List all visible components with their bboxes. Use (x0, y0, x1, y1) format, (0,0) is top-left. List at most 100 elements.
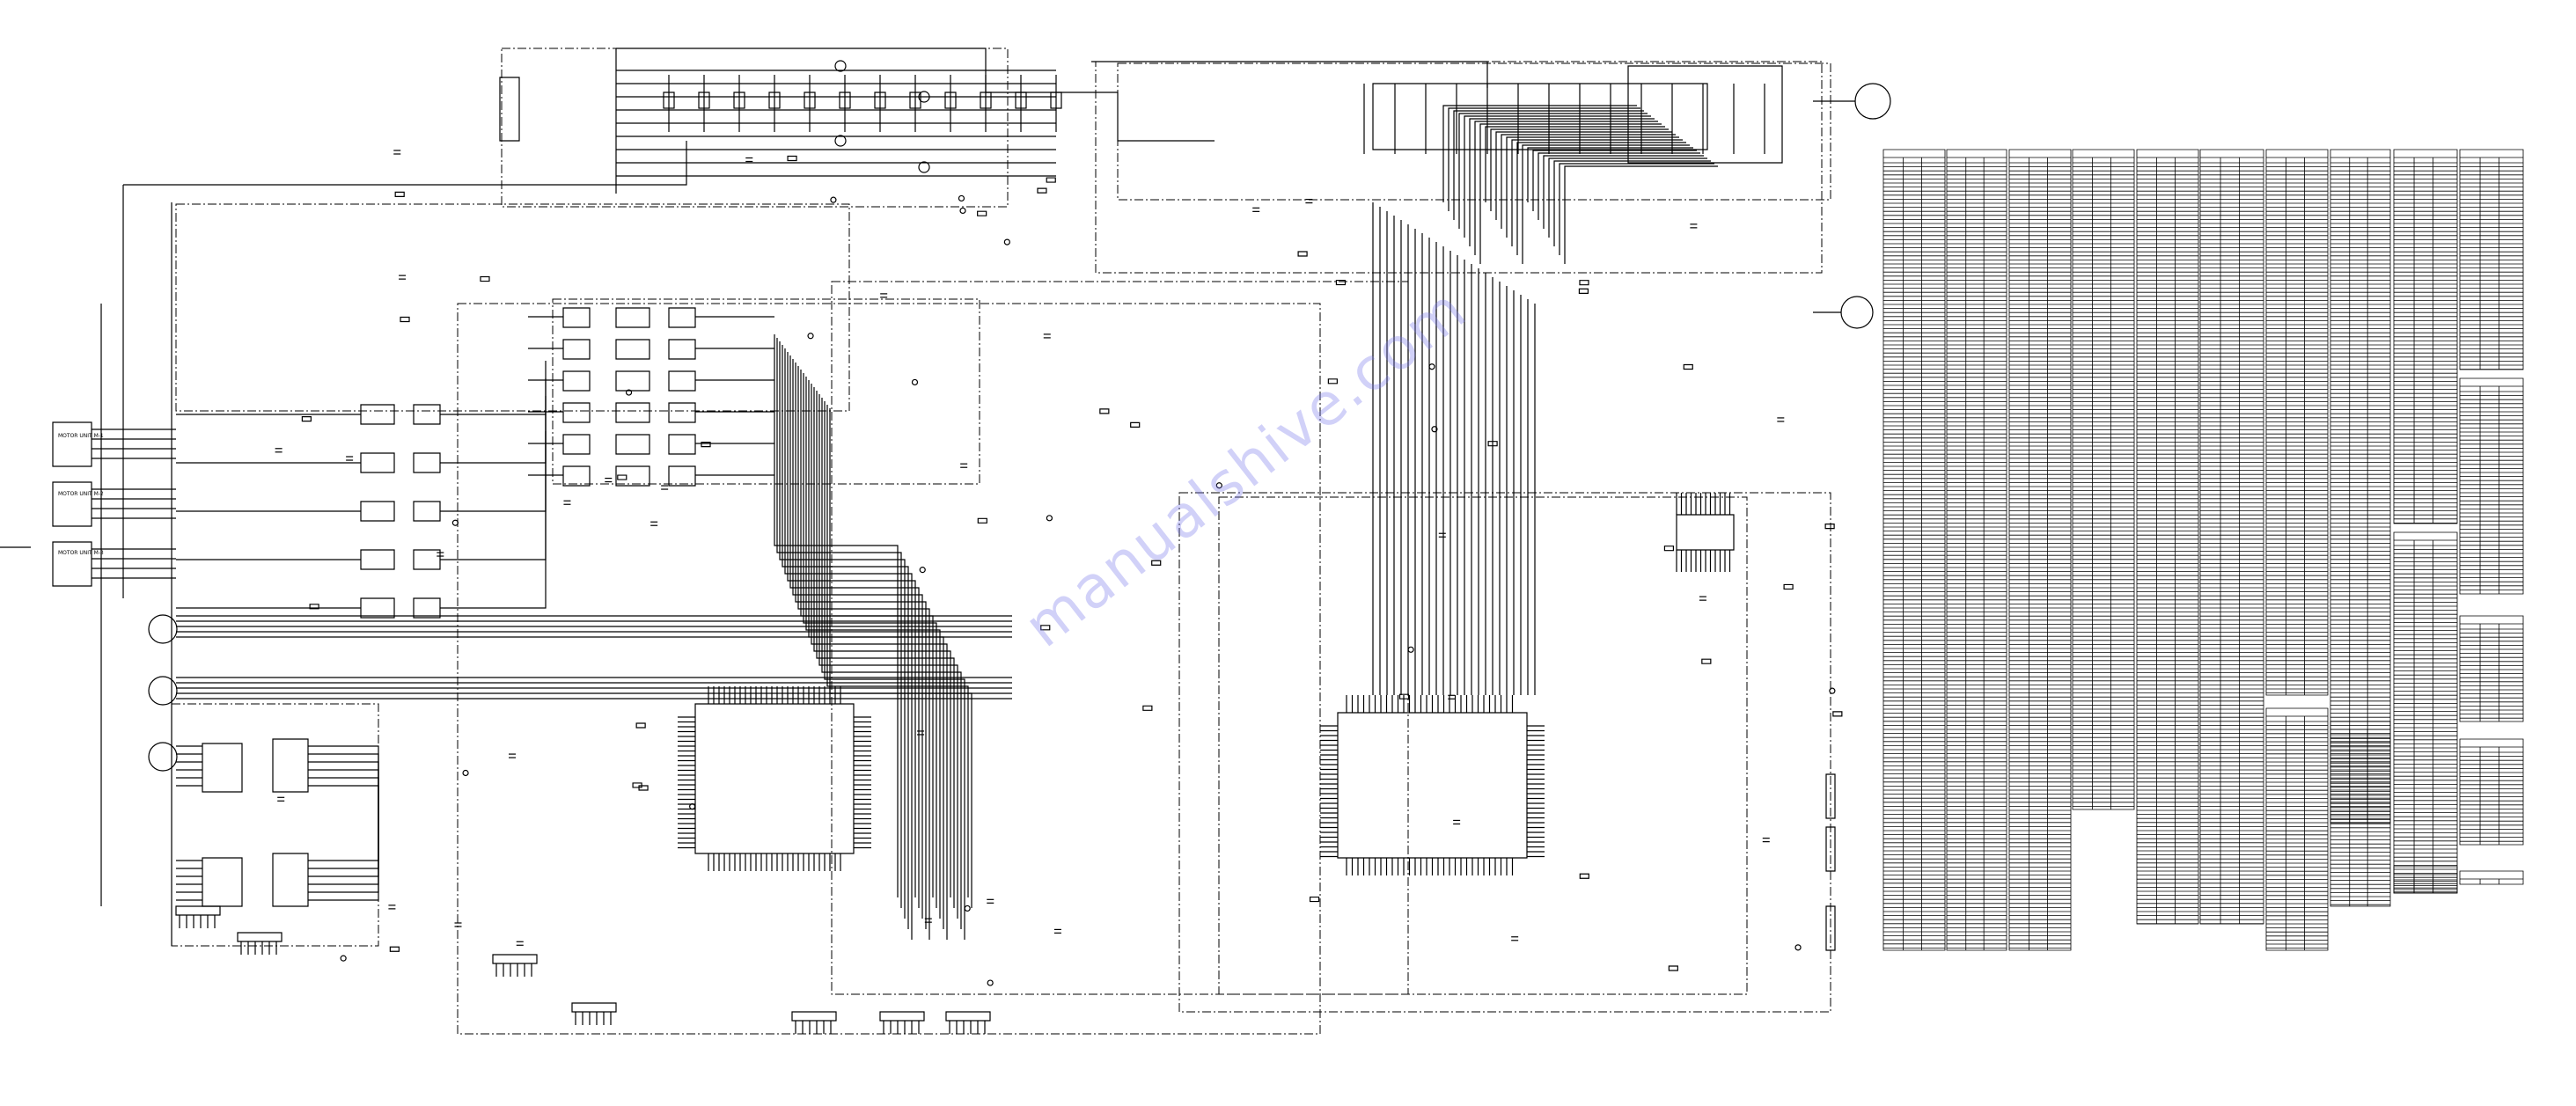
parts-table-1 (1883, 150, 1945, 950)
junction-node (987, 980, 993, 985)
filter-network (361, 453, 394, 472)
transformer-coil (835, 61, 846, 71)
resistor (701, 443, 710, 447)
resistor (1833, 712, 1842, 716)
resistor (1784, 584, 1793, 589)
motor-symbol-top (1855, 84, 1890, 119)
wire (798, 366, 929, 940)
parts-table-16 (2460, 739, 2523, 845)
wire (308, 809, 378, 892)
junction-node (912, 379, 917, 385)
junction-node (1432, 427, 1437, 432)
dashed-boundary-layer (172, 48, 1831, 1034)
side-connector (1826, 774, 1835, 818)
resistor (1488, 442, 1497, 446)
ac-inlet-connector (500, 77, 519, 141)
junction-node (831, 197, 836, 202)
wire (1480, 124, 1662, 264)
relay (414, 453, 440, 472)
resistor (1131, 422, 1140, 427)
component-layer (53, 61, 1890, 1034)
relay (414, 502, 440, 521)
parts-table-3 (2009, 150, 2071, 950)
pin-header (176, 906, 220, 915)
pin-header (572, 1003, 616, 1012)
resistor (1400, 694, 1409, 699)
junction-node (1216, 483, 1222, 488)
resistor (1298, 252, 1307, 256)
side-connector (1826, 906, 1835, 950)
resistor (1580, 281, 1589, 285)
capacitor (769, 92, 780, 108)
resistor (1100, 409, 1109, 414)
driver-ic (669, 403, 695, 422)
photocoupler (563, 340, 590, 359)
resistor (1825, 524, 1834, 529)
resistor-array (202, 743, 242, 792)
wire (790, 355, 919, 908)
wire (1507, 137, 1679, 238)
resistor (1684, 364, 1692, 369)
pin-header (238, 933, 282, 941)
wire (308, 754, 378, 783)
wire (780, 341, 905, 919)
wire (1496, 132, 1672, 220)
sensor-connector (149, 677, 177, 705)
photocoupler (563, 403, 590, 422)
wire (308, 801, 378, 884)
junction-node (808, 333, 813, 339)
wire (774, 334, 898, 897)
parts-table-7 (2266, 150, 2328, 695)
relay (414, 550, 440, 569)
parts-table-layer (1883, 150, 2523, 950)
wire (809, 380, 943, 929)
opto-driver (616, 340, 650, 359)
capacitor (664, 92, 674, 108)
pin-header (880, 1012, 924, 1021)
resistor (1702, 659, 1711, 663)
wire (822, 398, 961, 929)
wire (1470, 119, 1655, 246)
wire (1464, 116, 1651, 238)
opto-driver (616, 371, 650, 391)
parts-table-15 (2460, 616, 2523, 721)
wire (793, 359, 922, 919)
filter-network (361, 405, 394, 424)
wire (440, 396, 546, 511)
junction-node (1795, 945, 1801, 950)
dashed-block (1096, 62, 1822, 273)
resistor (636, 723, 645, 728)
wire (796, 363, 926, 929)
dashed-block (1219, 497, 1747, 994)
transformer-coil (919, 92, 929, 102)
main-mcu-right (1338, 713, 1527, 858)
parts-table-12 (2394, 532, 2457, 893)
photocoupler (563, 308, 590, 327)
resistor (1038, 188, 1046, 193)
resistor (1336, 281, 1345, 285)
terminal-block-1 (53, 422, 92, 466)
photocoupler (563, 466, 590, 486)
wire (827, 405, 968, 897)
main-mcu-left (695, 704, 854, 853)
filter-network (361, 550, 394, 569)
junction-node (958, 195, 964, 201)
resistor (1152, 560, 1161, 565)
resistor (978, 211, 987, 216)
capacitor (840, 92, 850, 108)
connector-label-3: MOTOR UNIT M-3 (58, 550, 104, 556)
resistor (390, 947, 399, 951)
resistor (978, 518, 987, 523)
wire (308, 762, 378, 792)
resistor (1664, 546, 1673, 551)
opto-driver (616, 403, 650, 422)
sensor-connector (149, 615, 177, 643)
resistor (633, 783, 642, 787)
wire (440, 378, 546, 463)
wire (801, 370, 933, 897)
wire (1486, 127, 1665, 202)
capacitor (699, 92, 709, 108)
wire (1454, 111, 1644, 220)
driver-ic (669, 466, 695, 486)
photocoupler (563, 371, 590, 391)
